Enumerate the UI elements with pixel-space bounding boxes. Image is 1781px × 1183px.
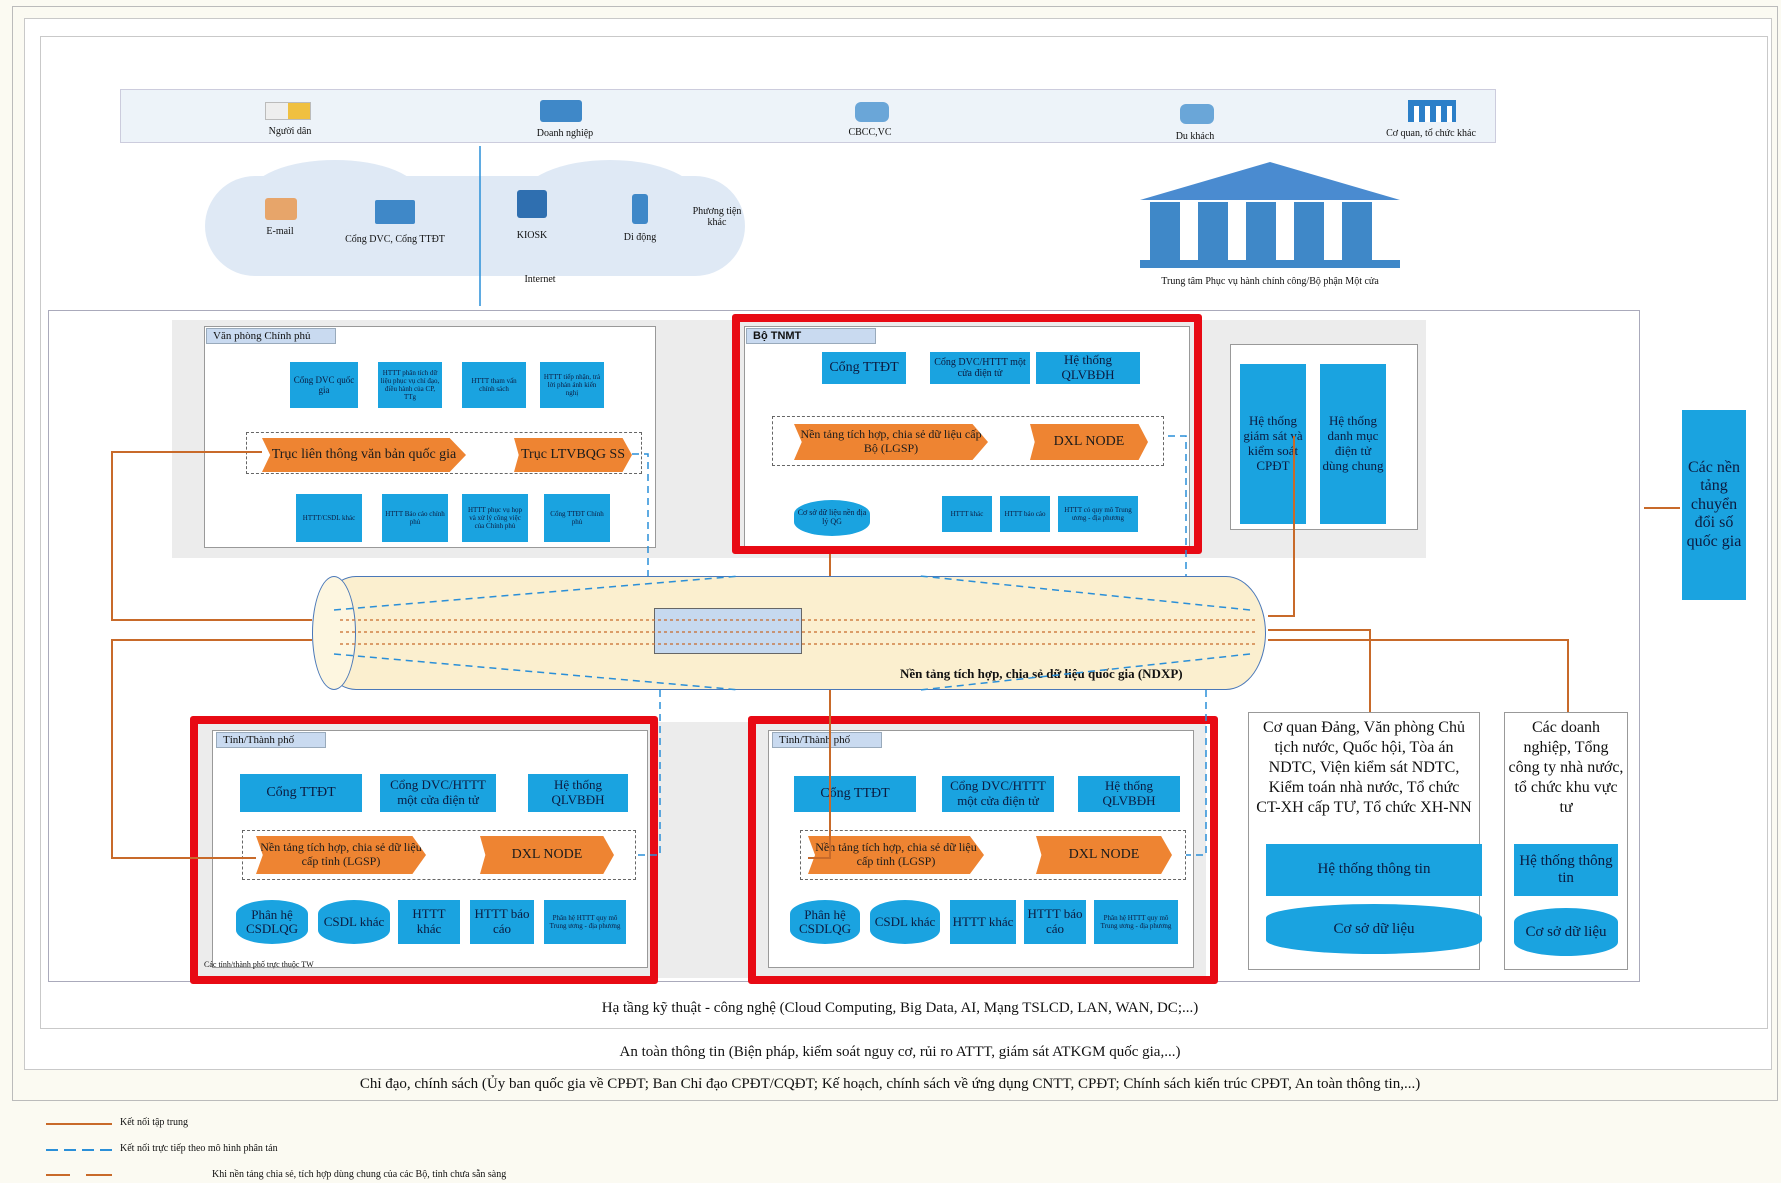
national-platforms: Các nền tảng chuyển đổi số quốc gia bbox=[1682, 410, 1746, 600]
vpcp-bottom-2: HTTT phục vụ họp và xử lý công việc của … bbox=[462, 494, 528, 542]
factory-icon bbox=[540, 100, 582, 122]
internet-label: Internet bbox=[524, 274, 556, 285]
province-1-dxl: DXL NODE bbox=[480, 836, 614, 874]
monitor-1: Hệ thống danh mục điện tử dùng chung bbox=[1320, 364, 1386, 524]
institution-icon bbox=[1408, 100, 1456, 122]
biz-db: Cơ sở dữ liệu bbox=[1514, 908, 1618, 956]
province-2-db-0: Phân hệ CSDLQG bbox=[790, 900, 860, 944]
province-1-lgsp: Nền tảng tích hợp, chia sẻ dữ liệu cấp t… bbox=[256, 836, 426, 874]
one-stop-building bbox=[1140, 162, 1400, 272]
bo-lgsp: Nền tảng tích hợp, chia sẻ dữ liệu cấp B… bbox=[794, 424, 988, 460]
biz-title: Các doanh nghiệp, Tổng công ty nhà nước,… bbox=[1508, 719, 1624, 816]
province-2-bottom-3: HTTT báo cáo bbox=[1024, 900, 1086, 944]
province-2-top-2: Hệ thống QLVBĐH bbox=[1078, 776, 1180, 812]
province-1-lgsp-box bbox=[242, 830, 636, 880]
party-title: Cơ quan Đảng, Văn phòng Chủ tịch nước, Q… bbox=[1256, 719, 1472, 816]
one-stop-label: Trung tâm Phục vụ hành chính công/Bộ phậ… bbox=[1161, 276, 1379, 287]
vpcp-axis-2: Trục LTVBQG SS bbox=[514, 438, 632, 472]
province-1-bottom-2: HTTT khác bbox=[398, 900, 460, 944]
province-tab-2: Tỉnh/Thành phố bbox=[772, 732, 882, 748]
layer-infra: Hạ tầng kỹ thuật - công nghệ (Cloud Comp… bbox=[601, 1000, 1199, 1016]
party-db: Cơ sở dữ liệu bbox=[1266, 904, 1482, 954]
kiosk-channel: KIOSK bbox=[502, 188, 562, 248]
province-2-top-0: Cổng TTĐT bbox=[794, 776, 916, 812]
party-sys: Hệ thống thông tin bbox=[1266, 844, 1482, 896]
province-1-db-1: CSDL khác bbox=[318, 900, 390, 944]
province-footer: Các tỉnh/thành phố trực thuộc TW bbox=[204, 960, 314, 969]
user-officials: CBCC,VC bbox=[820, 98, 920, 138]
mobile-channel: Di động bbox=[610, 192, 670, 248]
user-organization: Cơ quan, tổ chức khác bbox=[1366, 96, 1496, 140]
user-citizen: Người dân bbox=[240, 98, 340, 138]
ndxp-hub bbox=[654, 608, 802, 654]
legend-central: Kết nối tập trung bbox=[120, 1117, 189, 1128]
bo-top-2: Hệ thống QLVBĐH bbox=[1036, 352, 1140, 384]
legend-distributed: Kết nối trực tiếp theo mô hình phân tán bbox=[120, 1143, 278, 1154]
email-channel: E-mail bbox=[245, 196, 315, 246]
vpcp-bottom-0: HTTT/CSDL khác bbox=[296, 494, 362, 542]
province-2-dxl: DXL NODE bbox=[1036, 836, 1172, 874]
vpcp-top-1: HTTT phân tích dữ liệu phục vụ chỉ đạo, … bbox=[378, 362, 442, 408]
province-1-top-2: Hệ thống QLVBĐH bbox=[528, 774, 628, 812]
vpcp-top-0: Cổng DVC quốc gia bbox=[290, 362, 358, 408]
portal-channel: Cổng DVC, Cổng TTĐT bbox=[330, 198, 460, 248]
citizen-icon bbox=[265, 102, 311, 120]
users-bar bbox=[120, 89, 1496, 143]
bo-bottom-3: HTTT có quy mô Trung ương - địa phương bbox=[1058, 496, 1138, 532]
province-2-bottom-4: Phân hệ HTTT quy mô Trung ương - địa phư… bbox=[1094, 900, 1178, 944]
province-2-bottom-2: HTTT khác bbox=[950, 900, 1016, 944]
bo-top-0: Cổng TTĐT bbox=[822, 352, 906, 384]
highlight-province-2 bbox=[748, 716, 1218, 984]
vpcp-tab: Văn phòng Chính phủ bbox=[206, 328, 336, 344]
highlight-province-1 bbox=[190, 716, 658, 984]
other-channel: Phương tiện khác bbox=[692, 206, 742, 228]
highlight-bo bbox=[732, 314, 1202, 554]
bo-lgsp-box bbox=[772, 416, 1164, 466]
bo-db: Cơ sở dữ liệu nền địa lý QG bbox=[794, 500, 870, 536]
province-2-top-1: Cổng DVC/HTTT một cửa điện tử bbox=[942, 776, 1054, 812]
province-1-top-0: Cổng TTĐT bbox=[240, 774, 362, 812]
legend-fallback: Khi nền tảng chia sẻ, tích hợp dùng chun… bbox=[212, 1169, 507, 1180]
ndxp-tube-end bbox=[312, 576, 356, 690]
user-business: Doanh nghiệp bbox=[510, 98, 610, 140]
province-2-db-1: CSDL khác bbox=[870, 900, 940, 944]
user-tourist: Du khách bbox=[1145, 100, 1245, 142]
phone-icon bbox=[632, 194, 648, 224]
vpcp-top-2: HTTT tham vấn chính sách bbox=[462, 362, 526, 408]
columns-icon bbox=[1150, 202, 1390, 260]
province-2-lgsp: Nền tảng tích hợp, chia sẻ dữ liệu cấp t… bbox=[808, 836, 984, 874]
layer-security: An toàn thông tin (Biện pháp, kiểm soát … bbox=[619, 1044, 1181, 1060]
officials-icon bbox=[855, 102, 889, 122]
province-1-top-1: Cổng DVC/HTTT một cửa điện tử bbox=[380, 774, 496, 812]
layer-policy: Chỉ đạo, chính sách (Ủy ban quốc gia về … bbox=[359, 1076, 1421, 1092]
kiosk-icon bbox=[517, 190, 547, 218]
email-icon bbox=[265, 198, 297, 220]
province-1-db-0: Phân hệ CSDLQG bbox=[236, 900, 308, 944]
bo-dxl: DXL NODE bbox=[1030, 424, 1148, 460]
vpcp-bottom-1: HTTT Báo cáo chính phủ bbox=[382, 494, 448, 542]
bo-tab: Bộ TNMT bbox=[746, 328, 876, 344]
bo-bottom-1: HTTT khác bbox=[942, 496, 992, 532]
province-1-bottom-3: HTTT báo cáo bbox=[470, 900, 534, 944]
biz-sys: Hệ thống thông tin bbox=[1514, 844, 1618, 896]
province-2-lgsp-box bbox=[800, 830, 1186, 880]
bo-top-1: Cổng DVC/HTTT một cửa điện tử bbox=[930, 352, 1030, 384]
vpcp-axis-1: Trục liên thông văn bản quốc gia bbox=[262, 438, 466, 472]
vpcp-bottom-3: Cổng TTĐT Chính phủ bbox=[544, 494, 610, 542]
monitor-icon bbox=[375, 200, 415, 224]
province-tab-1: Tỉnh/Thành phố bbox=[216, 732, 326, 748]
tourist-icon bbox=[1180, 104, 1214, 124]
bo-bottom-2: HTTT báo cáo bbox=[1000, 496, 1050, 532]
vpcp-top-3: HTTT tiếp nhận, trả lời phản ánh kiến ng… bbox=[540, 362, 604, 408]
province-1-bottom-4: Phân hệ HTTT quy mô Trung ương - địa phư… bbox=[544, 900, 626, 944]
